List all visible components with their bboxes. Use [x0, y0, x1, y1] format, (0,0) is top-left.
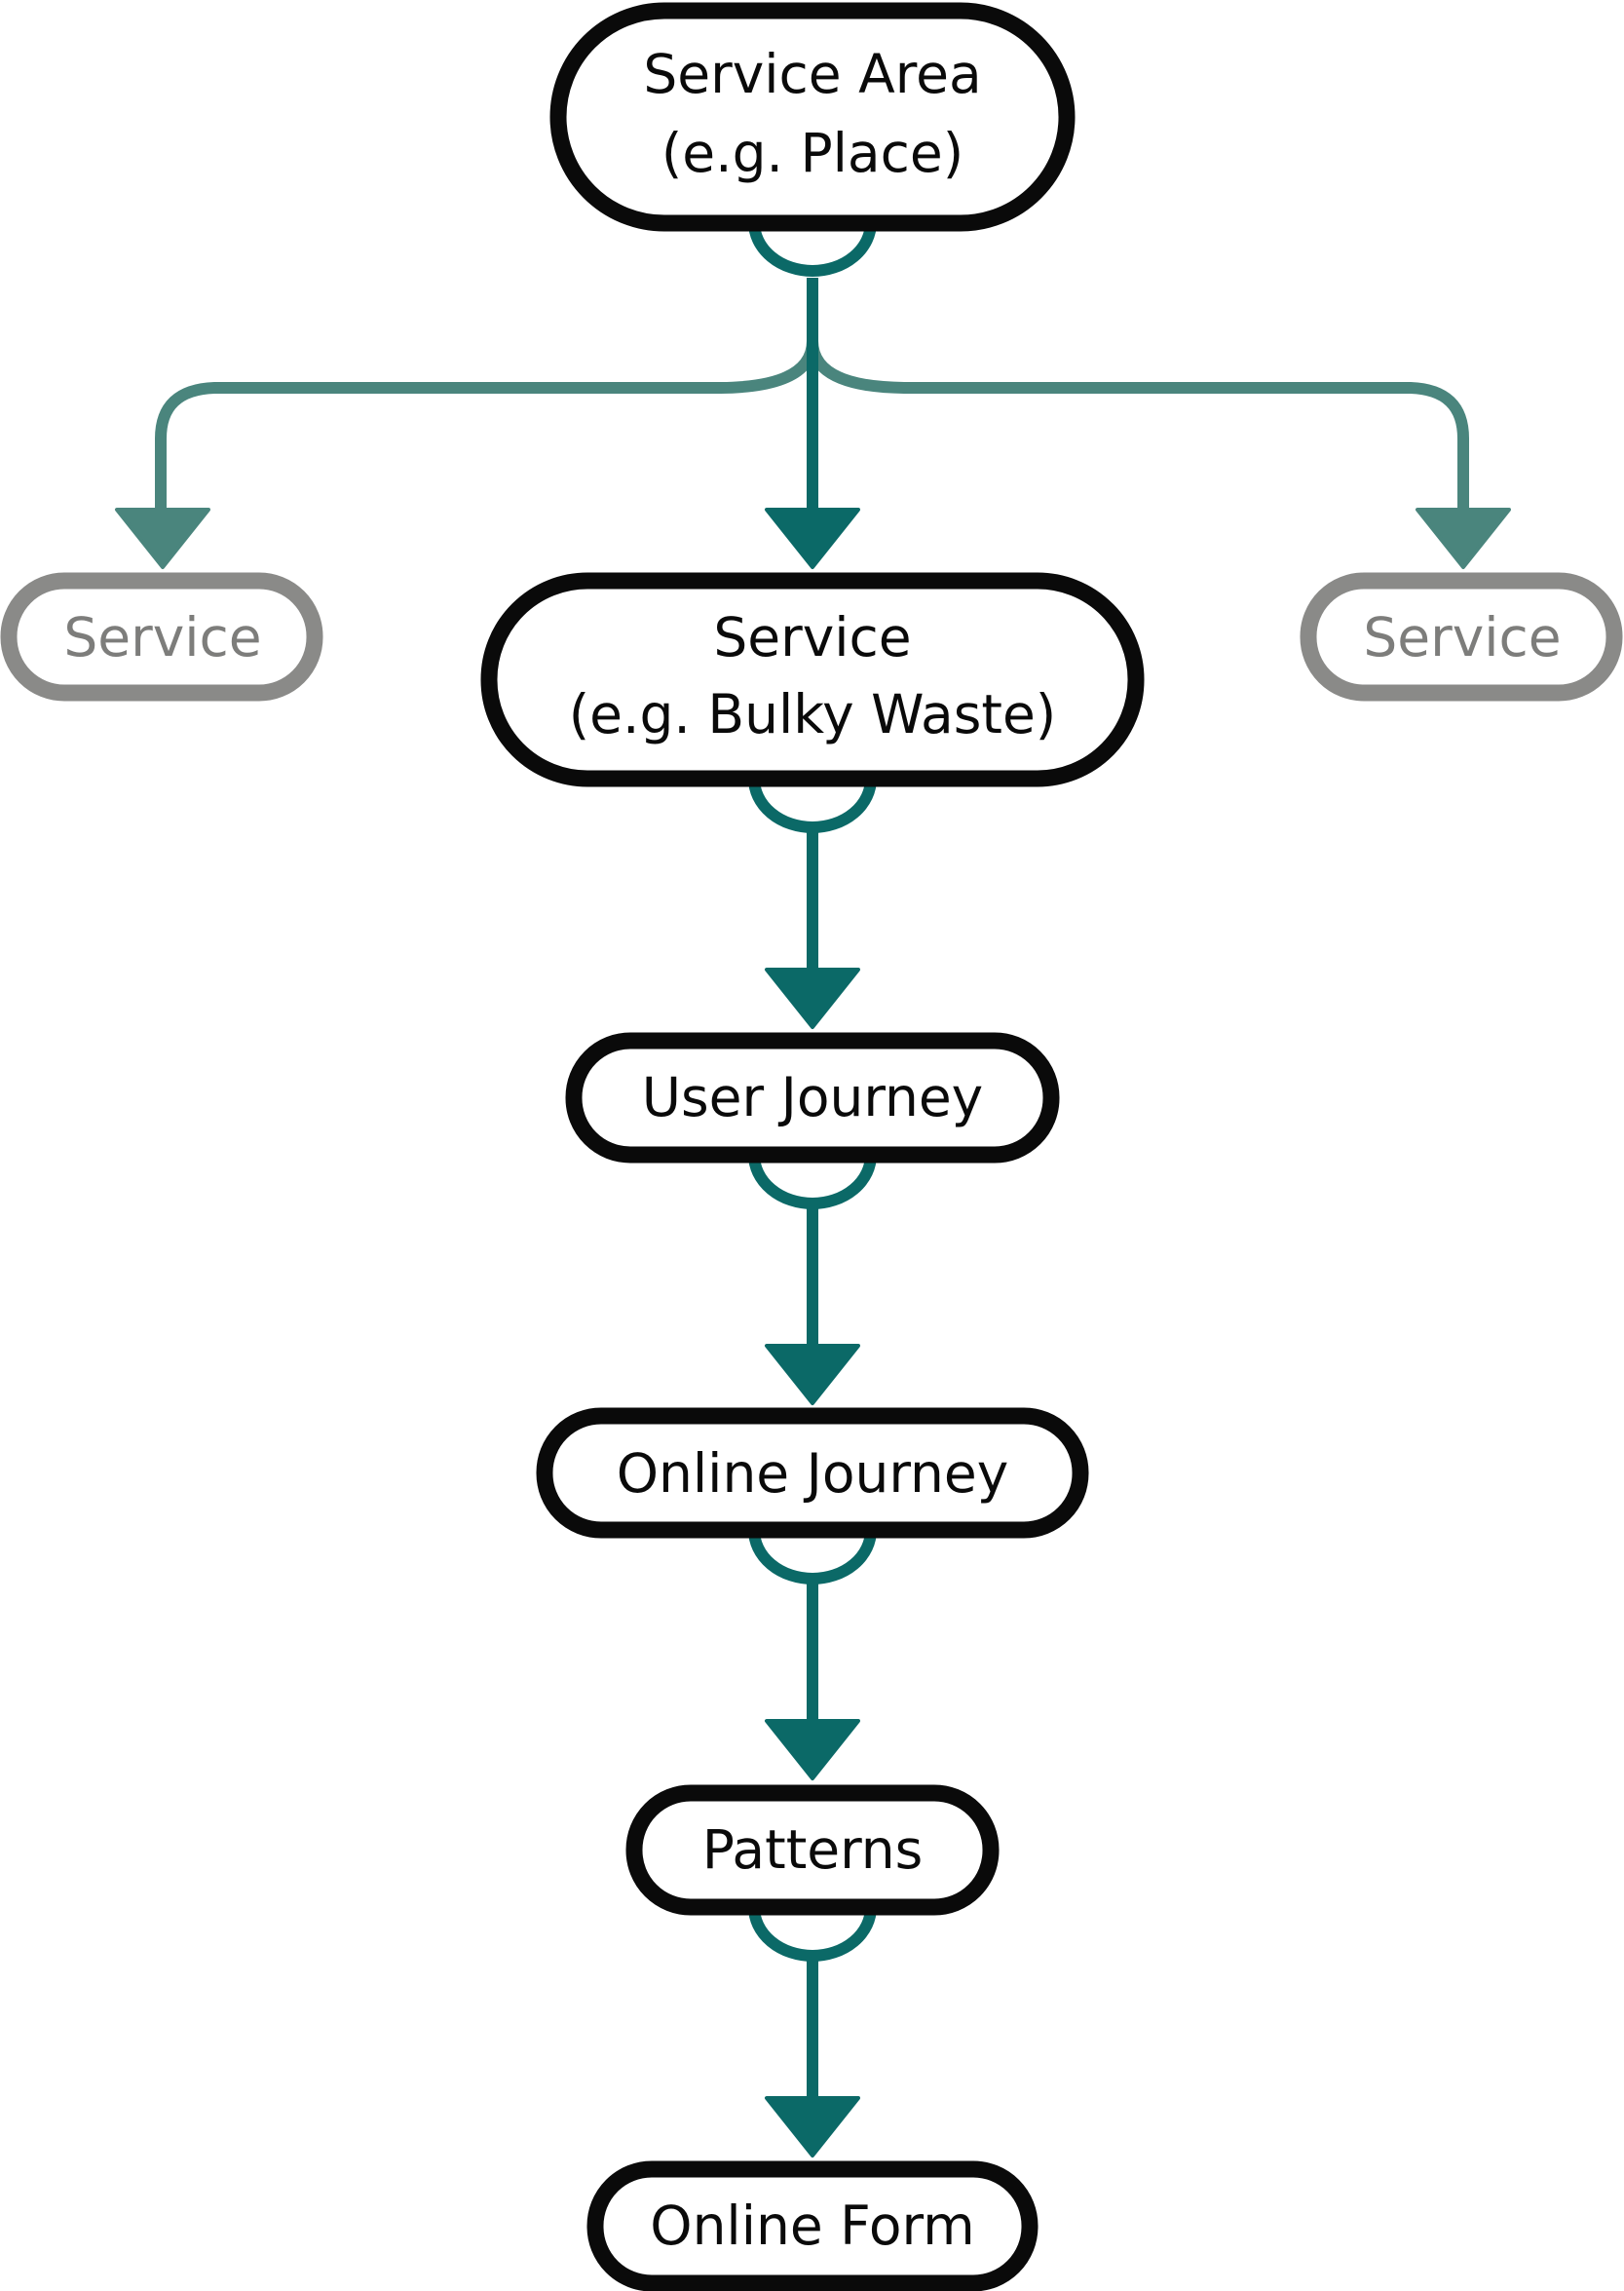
arrowhead-online-journey: [765, 1344, 860, 1405]
node-user-journey: User Journey: [565, 1032, 1060, 1164]
cup-service-area: [748, 221, 877, 277]
node-service-area: Service Area (e.g. Place): [549, 2, 1076, 232]
arrowhead-service-main: [765, 508, 860, 569]
node-service-main: Service (e.g. Bulky Waste): [480, 572, 1145, 787]
connector-to-service-right: [807, 278, 1469, 512]
service-left-label: Service: [63, 606, 261, 668]
service-area-example: (e.g. Place): [661, 122, 963, 184]
node-service-right: Service: [1300, 572, 1623, 702]
user-journey-label: User Journey: [642, 1066, 983, 1128]
service-main-title: Service: [713, 606, 911, 668]
service-main-example: (e.g. Bulky Waste): [569, 683, 1057, 745]
online-journey-label: Online Journey: [617, 1442, 1009, 1505]
online-form-label: Online Form: [650, 2195, 974, 2257]
node-service-left: Service: [0, 572, 323, 702]
node-online-form: Online Form: [586, 2160, 1039, 2291]
service-area-title: Service Area: [643, 43, 981, 105]
patterns-label: Patterns: [702, 1818, 924, 1881]
arrowhead-patterns: [765, 1719, 860, 1780]
arrowhead-online-form: [765, 2096, 860, 2157]
node-online-journey: Online Journey: [536, 1407, 1089, 1539]
connectors: [115, 221, 1511, 2157]
arrowhead-service-right: [1416, 508, 1511, 569]
arrowhead-user-journey: [765, 968, 860, 1029]
node-patterns: Patterns: [625, 1784, 1000, 1916]
arrowhead-service-left: [115, 508, 210, 569]
connector-to-service-left: [155, 278, 818, 512]
service-right-label: Service: [1363, 606, 1561, 668]
